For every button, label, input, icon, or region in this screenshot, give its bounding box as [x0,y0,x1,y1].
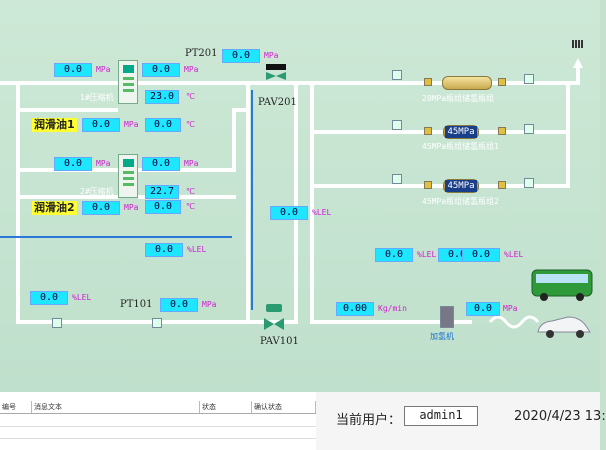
lel-riser-display: 0.0 [270,206,308,220]
flow-display: 0.00 [336,302,374,316]
storage20-sensor-icon [524,74,534,84]
pav201-tag: PAV201 [258,97,297,108]
storage-45mpa-2-label: 45MPa瓶组储氢瓶组2 [422,197,499,206]
c1-temp-unit: ℃ [186,92,195,101]
c1-temperature: 23.0 [145,90,179,104]
lel-riser-unit: %LEL [312,208,332,217]
dispenser-pressure-unit: MPa [503,304,518,313]
scada-process-diagram: PT201 0.0 MPa PAV201 0.0 MPa 0.0 MPa 1#压… [0,0,600,392]
car-icon [537,316,591,338]
storage45-2-valve-icon[interactable] [392,174,402,184]
lel-center-display: 0.0 [145,243,183,257]
pt101-unit: MPa [202,300,217,309]
c2-outlet-pressure: 0.0 [142,157,180,171]
oil1-pressure-unit: MPa [124,120,139,129]
pipe-storage-main [294,66,580,85]
current-user-field[interactable]: admin1 [404,406,478,426]
lel-right1-display: 0.0 [375,248,413,262]
storage45-2-fitting-icon [424,181,432,189]
oil1-temp-unit: ℃ [186,120,195,129]
outlet-arrow-icon [573,58,583,68]
table-row [0,438,316,439]
storage45-1-sensor-icon [524,124,534,134]
pipe-storage-45-2 [310,130,570,188]
lel-right3-display: 0.0 [462,248,500,262]
storage45-1-fitting2-icon [498,127,506,135]
c2-temperature: 22.7 [145,185,179,199]
storage-20mpa-tank-icon[interactable] [442,76,492,90]
c1-outlet-pressure: 0.0 [142,63,180,77]
c1-inlet-pressure: 0.0 [54,63,92,77]
oil2-temp-unit: ℃ [186,202,195,211]
lel-left-display: 0.0 [30,291,68,305]
c1-outlet-unit: MPa [184,65,199,74]
lel-center-unit: %LEL [187,245,207,254]
storage20-valve-icon[interactable] [392,70,402,80]
c1-inlet-unit: MPa [96,65,111,74]
compressor-2-icon[interactable] [118,154,138,198]
compressor-1-icon[interactable] [118,60,138,104]
storage-45mpa-2-tank-icon[interactable]: 45MPa [443,179,479,193]
bottom-panel: 编号 消息文本 状态 确认状态 当前用户： admin1 2020/4/23 1… [0,392,606,450]
storage20-fitting2-icon [498,78,506,86]
pav201-valve-icon[interactable] [264,64,286,80]
oil1-temperature: 0.0 [145,118,181,132]
pav101-valve-icon[interactable] [262,304,284,330]
dispenser-hose [488,315,540,329]
dispenser-pressure: 0.0 [466,302,500,316]
c2-temp-unit: ℃ [186,187,195,196]
alarm-table[interactable]: 编号 消息文本 状态 确认状态 [0,392,317,450]
pt201-display: 0.0 [222,49,260,63]
header-divider [0,413,316,414]
c2-inlet-unit: MPa [96,159,111,168]
pt201-unit: MPa [264,51,279,60]
storage-45mpa-1-label: 45MPa瓶组储氢瓶组1 [422,142,499,151]
col-ack-header[interactable]: 确认状态 [252,401,316,413]
storage-20mpa-label: 20MPa瓶组储氢瓶组 [422,94,495,103]
pt201-tag: PT201 [185,48,218,59]
oil1-pressure: 0.0 [82,118,120,132]
compressor-2-label: 2#压缩机 [80,187,114,196]
pt101-display: 0.0 [160,298,198,312]
datetime-display: 2020/4/23 13: [514,409,606,424]
lube-oil-2-label: 润滑油2 [32,201,77,215]
pipe-pav201 [246,81,298,324]
bus-icon [531,269,593,301]
pipe-network [0,40,583,329]
storage-45mpa-1-tank-label: 45MPa [445,126,477,138]
pipe-compressor1-loop [0,81,260,324]
lel-right1-unit: %LEL [417,250,437,259]
lel-right3-unit: %LEL [504,250,524,259]
storage45-1-fitting-icon [424,127,432,135]
flow-unit: Kg/min [378,304,407,313]
compressor-1-label: 1#压缩机 [80,93,114,102]
col-id-header[interactable]: 编号 [0,401,32,413]
pt101-tag: PT101 [120,299,153,310]
col-status-header[interactable]: 状态 [200,401,252,413]
table-row [0,426,316,427]
current-user-label: 当前用户： [336,413,402,428]
storage-45mpa-1-tank-icon[interactable]: 45MPa [443,125,479,139]
c2-inlet-pressure: 0.0 [54,157,92,171]
storage45-2-sensor-icon [524,178,534,188]
oil2-temperature: 0.0 [145,200,181,214]
pt101-sensor-icon[interactable] [152,318,162,328]
storage-45mpa-2-tank-label: 45MPa [445,180,477,192]
inlet-filter-icon[interactable] [52,318,62,328]
lel-left-unit: %LEL [72,293,92,302]
user-area: 当前用户： admin1 2020/4/23 13: [316,392,606,450]
storage20-fitting-icon [424,78,432,86]
storage45-2-fitting2-icon [498,181,506,189]
dispenser-icon[interactable] [440,306,454,328]
dispenser-label: 加氢机 [430,332,454,341]
storage45-1-valve-icon[interactable] [392,120,402,130]
pav101-tag: PAV101 [260,336,299,347]
menu-icon [572,40,583,48]
c2-outlet-unit: MPa [184,159,199,168]
lube-oil-1-label: 润滑油1 [32,118,77,132]
oil2-pressure-unit: MPa [124,203,139,212]
oil2-pressure: 0.0 [82,201,120,215]
col-message-header[interactable]: 消息文本 [32,401,200,413]
